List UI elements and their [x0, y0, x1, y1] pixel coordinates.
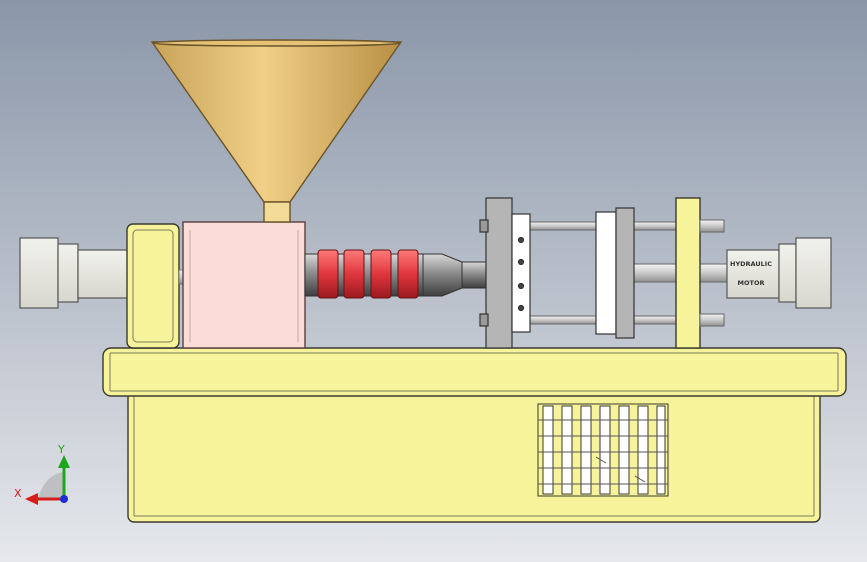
hydraulic-motor [726, 237, 832, 309]
z-axis-dot [60, 495, 68, 503]
heater-band [343, 249, 365, 299]
barrel-housing [182, 221, 306, 349]
nozzle [461, 261, 487, 289]
base-cabinet [127, 387, 821, 523]
y-axis-arrow [58, 455, 70, 468]
heater-band [317, 249, 339, 299]
heater-bands [317, 249, 419, 299]
coordinate-triad[interactable]: Y X [14, 443, 70, 505]
vent-grille [537, 403, 669, 497]
stationary-platen [479, 197, 531, 349]
hopper [150, 39, 403, 223]
motor-label-line2: MOTOR [738, 279, 765, 287]
rear-platen [675, 197, 725, 349]
triad-plane-shade [38, 472, 64, 499]
x-axis-arrow [25, 493, 38, 505]
injection-support-block [126, 223, 180, 349]
base-top-plate [102, 347, 847, 397]
injection-motor [19, 237, 131, 309]
nozzle-taper [422, 253, 463, 297]
x-axis-label: X [14, 487, 22, 500]
hopper-throat [263, 201, 291, 223]
heater-band [397, 249, 419, 299]
machine-base [102, 347, 847, 523]
motor-label-line1: HYDRAULIC [730, 260, 772, 268]
y-axis-label: Y [57, 443, 65, 456]
moving-platen [595, 207, 635, 339]
heater-band [370, 249, 392, 299]
